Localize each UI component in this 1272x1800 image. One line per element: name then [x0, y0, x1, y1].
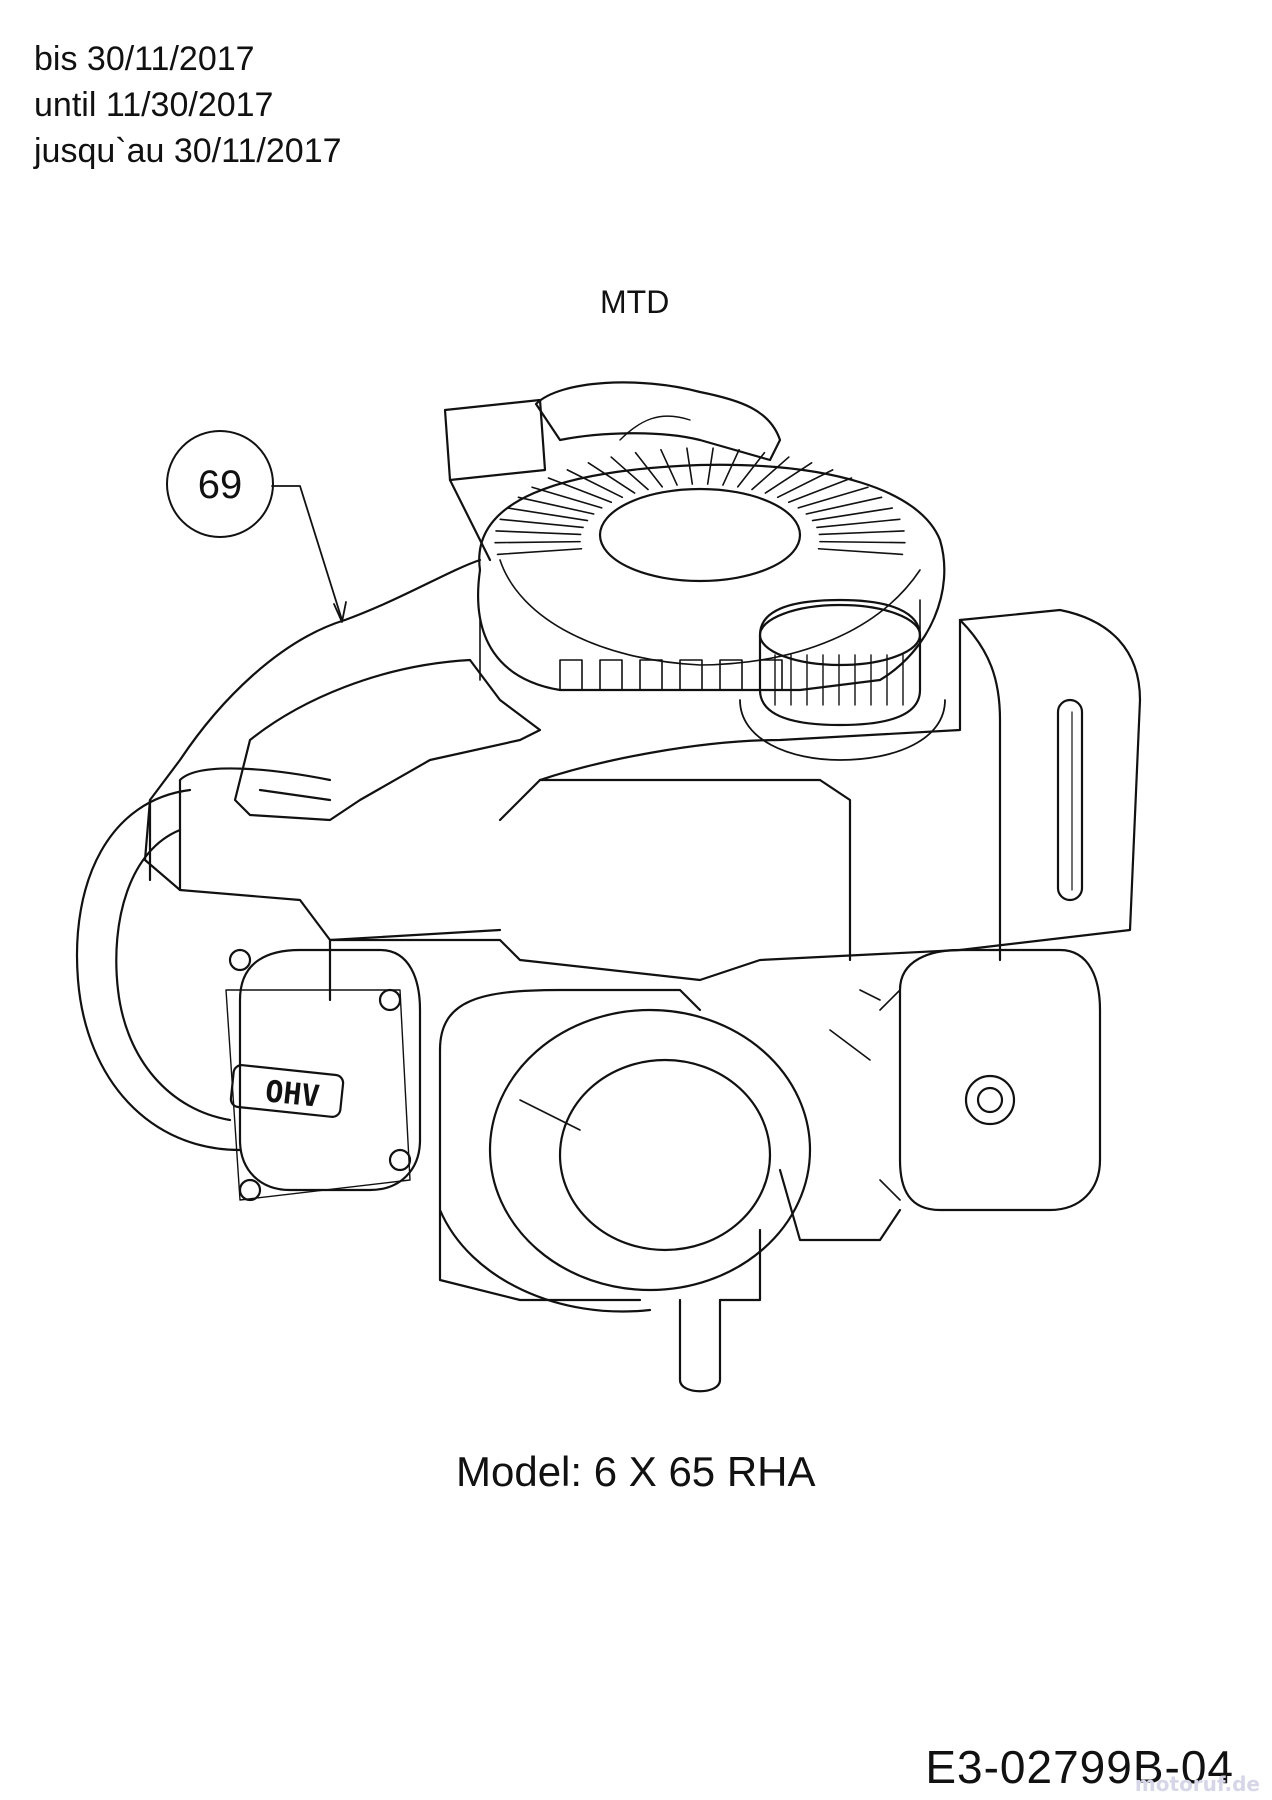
- watermark: motoruf.de: [1134, 1772, 1260, 1796]
- starter-vent-slot: [751, 456, 790, 491]
- starter-handle[interactable]: [443, 381, 782, 562]
- starter-vent-slot: [566, 469, 624, 499]
- brand-label: MTD: [600, 284, 670, 320]
- starter-vent-slot: [706, 447, 714, 485]
- validity-date-de: bis 30/11/2017: [34, 40, 255, 78]
- ohv-badge: OHV: [264, 1074, 322, 1114]
- callout-leader: [271, 485, 343, 621]
- starter-vent-slot: [816, 518, 901, 529]
- starter-vent-slot: [776, 469, 834, 499]
- starter-vent-slot: [499, 518, 584, 529]
- callout-circle: [166, 430, 274, 538]
- callout-69[interactable]: 69: [166, 430, 347, 623]
- starter-vent-slot: [531, 486, 603, 509]
- starter-skirt-window: [559, 659, 583, 691]
- starter-vent-slot: [722, 448, 740, 486]
- validity-dates: bis 30/11/2017 until 11/30/2017 jusqu`au…: [34, 36, 342, 174]
- starter-vent-slot: [819, 540, 906, 544]
- callout-number: 69: [198, 463, 243, 507]
- fuel-cap[interactable]: [739, 598, 946, 761]
- starter-vents: [494, 447, 906, 691]
- drawing-code: E3-02799B-04: [925, 1741, 1234, 1793]
- validity-date-en: until 11/30/2017: [34, 86, 274, 124]
- starter-vent-slot: [817, 547, 904, 556]
- validity-date-fr: jusqu`au 30/11/2017: [34, 132, 342, 170]
- starter-skirt-window: [719, 659, 743, 691]
- starter-vent-slot: [517, 496, 595, 515]
- engine-shroud: [143, 558, 1142, 1002]
- model-label: Model: 6 X 65 RHA: [456, 1448, 816, 1495]
- starter-vent-slot: [634, 451, 664, 488]
- crankcase: [438, 989, 902, 1393]
- starter-skirt-window: [759, 659, 783, 691]
- starter-vent-slot: [818, 530, 905, 536]
- starter-vent-slot: [547, 477, 613, 504]
- starter-vent-slot: [811, 507, 894, 522]
- fuel-cap-ribs: [774, 654, 904, 706]
- flywheel-housing: [75, 788, 242, 1152]
- air-filter[interactable]: [438, 988, 812, 1313]
- starter-skirt-window: [599, 659, 623, 691]
- muffler: [879, 948, 1102, 1212]
- starter-vent-slot: [587, 462, 636, 494]
- starter-vent-slot: [494, 540, 581, 544]
- starter-vent-slot: [495, 530, 582, 536]
- starter-vent-slot: [797, 486, 869, 509]
- recoil-starter: [477, 463, 946, 692]
- starter-vent-slot: [787, 477, 853, 504]
- starter-vent-slot: [686, 447, 694, 485]
- starter-vent-slot: [805, 496, 883, 515]
- starter-vent-slot: [660, 448, 678, 486]
- starter-vent-slot: [764, 462, 813, 494]
- starter-skirt-window: [639, 659, 663, 691]
- valve-cover: [225, 948, 422, 1202]
- starter-vent-slot: [610, 456, 649, 491]
- starter-vent-slot: [506, 507, 589, 522]
- starter-skirt-window: [679, 659, 703, 691]
- starter-vent-slot: [496, 547, 583, 556]
- starter-vent-slot: [736, 451, 766, 488]
